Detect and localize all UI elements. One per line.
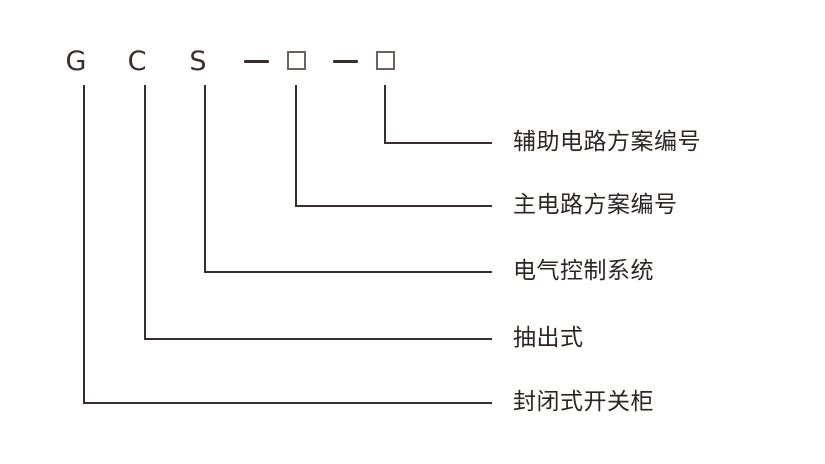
leader-line-electrical-control-system-vertical bbox=[204, 85, 206, 273]
leader-line-withdrawable-type-horizontal bbox=[144, 338, 492, 340]
leader-line-auxiliary-circuit-scheme-number-vertical bbox=[384, 85, 386, 144]
leader-line-auxiliary-circuit-scheme-number-horizontal bbox=[384, 142, 492, 144]
dash-1-icon bbox=[244, 60, 269, 63]
leader-line-electrical-control-system-horizontal bbox=[204, 271, 492, 273]
leader-line-enclosed-switchgear-cabinet-horizontal bbox=[83, 402, 492, 404]
leader-line-main-circuit-scheme-number-vertical bbox=[295, 85, 297, 207]
label-electrical-control-system: 电气控制系统 bbox=[513, 258, 654, 284]
dash-2-icon bbox=[333, 60, 358, 63]
placeholder-1-box bbox=[287, 51, 306, 70]
letter-g: G bbox=[65, 46, 87, 77]
label-main-circuit-scheme-number: 主电路方案编号 bbox=[513, 192, 678, 218]
label-enclosed-switchgear-cabinet: 封闭式开关柜 bbox=[513, 389, 654, 415]
leader-line-withdrawable-type-vertical bbox=[144, 85, 146, 340]
label-auxiliary-circuit-scheme-number: 辅助电路方案编号 bbox=[513, 129, 701, 155]
placeholder-2-box bbox=[376, 51, 395, 70]
letter-c: C bbox=[127, 46, 147, 77]
leader-line-main-circuit-scheme-number-horizontal bbox=[295, 205, 492, 207]
leader-line-enclosed-switchgear-cabinet-vertical bbox=[83, 85, 85, 404]
letter-s: S bbox=[189, 46, 207, 77]
label-withdrawable-type: 抽出式 bbox=[513, 325, 584, 351]
